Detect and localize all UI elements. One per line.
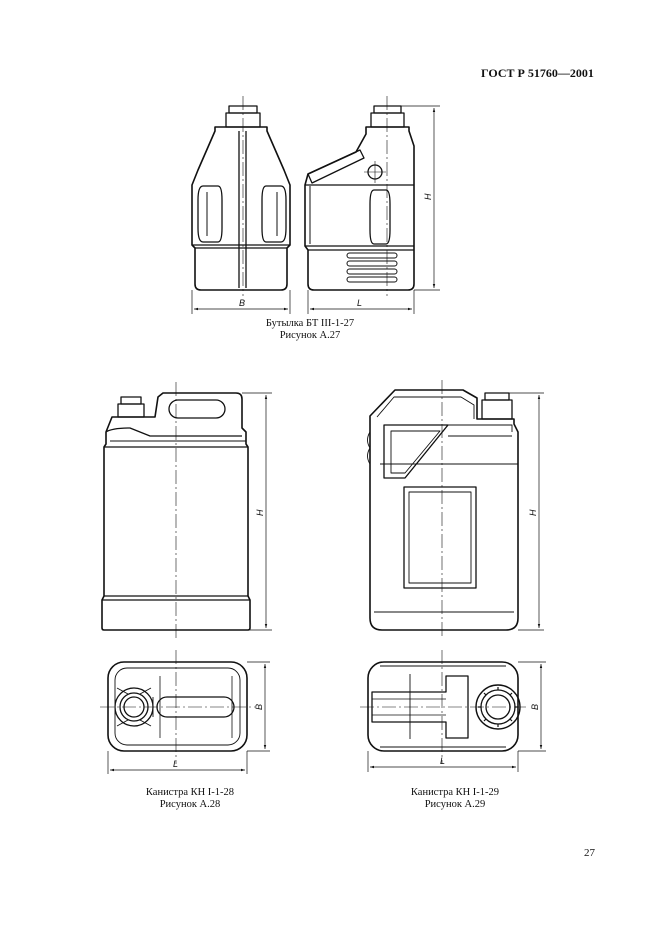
canister-28-top-view <box>100 650 255 764</box>
dim-label-h-28: H <box>255 509 265 516</box>
canister-29-top-dimensions <box>367 661 546 772</box>
canister-28-height-dimension <box>242 392 272 631</box>
figure-a28-caption: Канистра КН I-1-28 Рисунок А.28 <box>90 787 290 811</box>
canister-28-front-view <box>101 382 251 638</box>
figure-a29-number: Рисунок А.29 <box>424 799 486 810</box>
figure-a29-caption: Канистра КН I-1-29 Рисунок А.29 <box>355 787 555 811</box>
bottle-width-dimension <box>191 290 291 314</box>
standard-header: ГОСТ Р 51760—2001 <box>481 66 594 80</box>
dim-label-h-29: H <box>528 509 538 516</box>
canister-29-height-dimension <box>509 392 544 631</box>
dim-label-l-28: L <box>173 759 178 769</box>
dim-label-h-27: H <box>423 193 433 200</box>
dim-label-l-29: L <box>440 756 445 766</box>
bottle-length-height-dimensions <box>307 105 440 314</box>
bottle-side-view <box>304 96 415 296</box>
bottle-front-view <box>191 96 291 296</box>
canister-28-top-dimensions <box>107 661 270 774</box>
figure-a27-name: Бутылка БТ III-1-27 <box>265 318 355 329</box>
canister-29-top-view <box>360 650 526 764</box>
figure-a28-name: Канистра КН I-1-28 <box>145 787 235 798</box>
dim-label-l-27: L <box>357 298 362 308</box>
canister-29-front-view <box>367 380 519 638</box>
dim-label-b-27: B <box>239 298 245 308</box>
figure-a27-number: Рисунок А.27 <box>279 330 341 341</box>
figure-a29-name: Канистра КН I-1-29 <box>410 787 500 798</box>
page-number: 27 <box>584 847 595 859</box>
figure-a28-number: Рисунок А.28 <box>159 799 221 810</box>
dim-label-b-29: B <box>530 704 540 710</box>
figure-a27-caption: Бутылка БТ III-1-27 Рисунок А.27 <box>200 318 420 342</box>
dim-label-b-28: B <box>254 704 264 710</box>
